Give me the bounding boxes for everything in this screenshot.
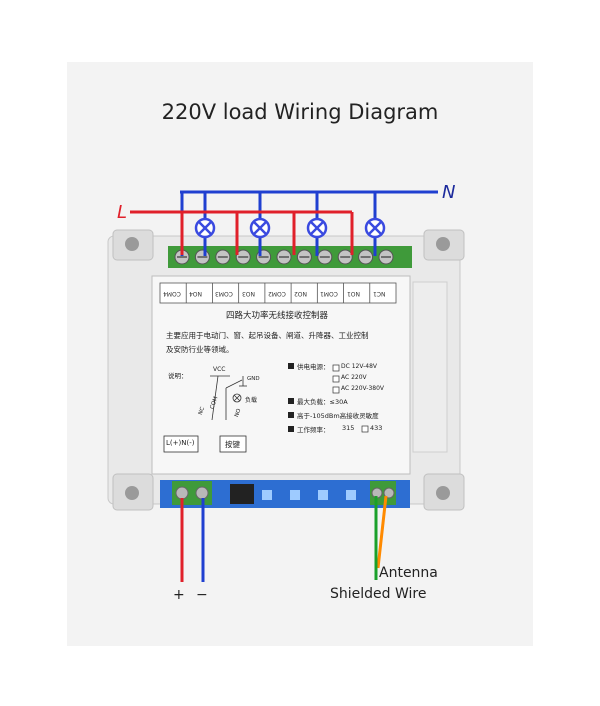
terminal-label: NO4 [189, 290, 203, 297]
note-label: 说明： [168, 372, 188, 380]
power-option-3: AC 220V-380V [341, 385, 385, 392]
antenna-wire [376, 495, 388, 569]
description-line-2: 及安防行业等领域。 [166, 345, 234, 354]
shielded-wire-label: Shielded Wire [330, 586, 427, 602]
neutral-label: N [442, 182, 456, 203]
lamp-icon [194, 217, 216, 239]
frequency-option-433: 433 [370, 424, 383, 432]
antenna-label: Antenna [379, 565, 438, 581]
load-label: 负载 [245, 397, 258, 404]
terminal-label: COM3 [215, 290, 234, 297]
wiring-note-symbol [210, 375, 247, 421]
sensitivity: 高于-105dBm高接收灵敏度 [297, 412, 379, 420]
terminal-label: COM4 [163, 290, 181, 297]
terminal-label: COM1 [320, 290, 339, 297]
terminal-label: COM2 [267, 290, 286, 297]
push-button [230, 484, 254, 504]
lamp-icon [249, 217, 271, 239]
terminal-label: NC1 [372, 290, 386, 297]
terminal-label: NO3 [241, 290, 255, 297]
power-option-1: DC 12V-48V [341, 363, 378, 370]
lamp-return-wires [203, 238, 377, 256]
power-label: 供电电源： [297, 363, 330, 371]
lamp-icon [364, 217, 386, 239]
live-wire [130, 210, 354, 255]
terminal-label: NO2 [294, 290, 308, 297]
mount-hole [436, 237, 450, 251]
key-button-label: 按键 [225, 440, 240, 449]
description-line-1: 主要应用于电动门、窗、起吊设备、闸道、升降器、工业控制 [166, 331, 369, 340]
plus-label: + [173, 587, 185, 603]
product-heading: 四路大功率无线接收控制器 [226, 311, 329, 321]
mount-hole [436, 486, 450, 500]
max-load: 最大负载：≤30A [297, 398, 348, 406]
relay-module [107, 229, 465, 511]
diagram-title: 220V load Wiring Diagram [161, 100, 439, 124]
vcc-label: VCC [213, 366, 226, 373]
terminal-label: NO1 [346, 290, 360, 297]
gnd-label: GND [247, 376, 260, 382]
power-terminals-label: L(+)N(-) [166, 439, 195, 447]
minus-label: − [196, 587, 208, 603]
mount-hole [125, 486, 139, 500]
lamp-icon [306, 217, 328, 239]
frequency-option-315: 315 [342, 424, 355, 432]
live-label: L [117, 202, 128, 223]
frequency-label: 工作频率： [297, 426, 330, 434]
power-option-2: AC 220V [341, 374, 367, 381]
terminal-label-row [159, 282, 397, 304]
mount-hole [125, 237, 139, 251]
